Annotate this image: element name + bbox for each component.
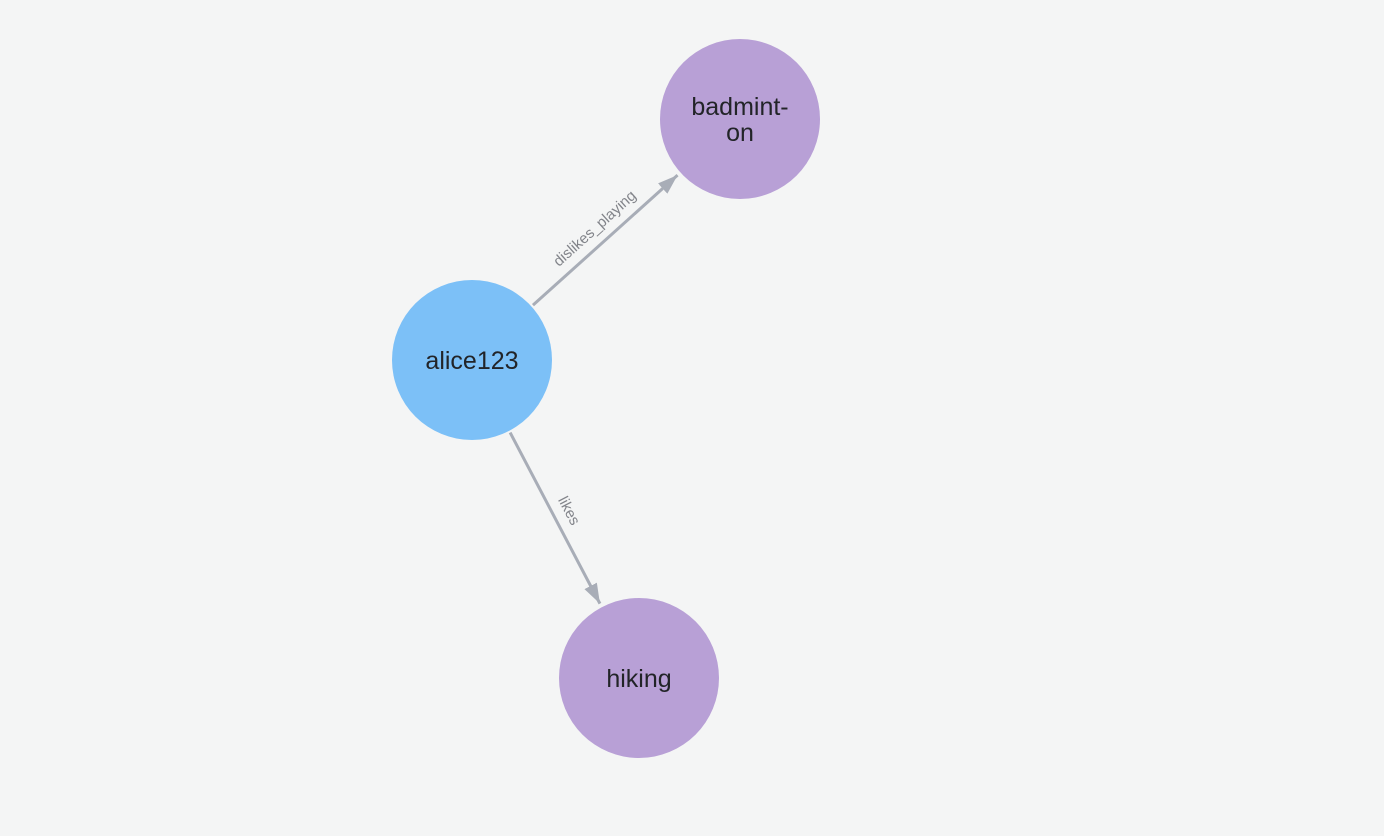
edge-line[interactable] — [531, 174, 679, 307]
node-circle[interactable] — [559, 598, 719, 758]
edge-line[interactable] — [508, 431, 602, 605]
node-circle[interactable] — [660, 39, 820, 199]
node-circle[interactable] — [392, 280, 552, 440]
graph-node-hiking[interactable]: hiking — [559, 598, 719, 758]
graph-node-alice123[interactable]: alice123 — [392, 280, 552, 440]
graph-node-badminton[interactable]: badmint-on — [660, 39, 820, 199]
